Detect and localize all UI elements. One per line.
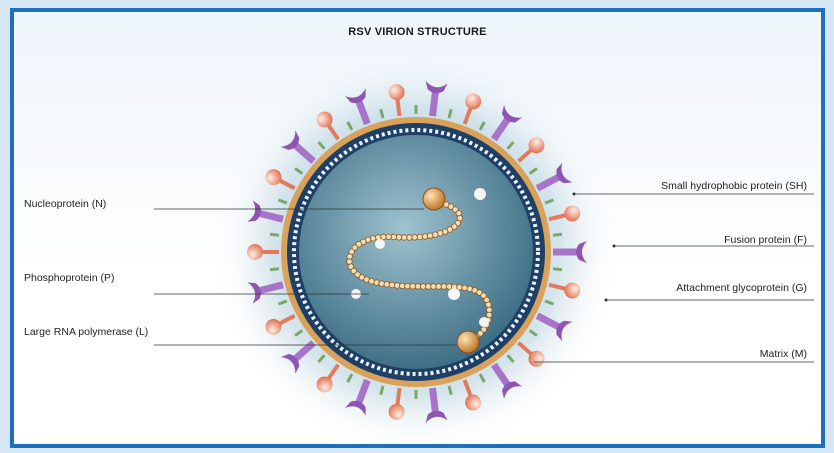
nucleoprotein-bead [412, 235, 418, 241]
polymerase-sphere [457, 331, 479, 353]
phosphoprotein-blob [474, 188, 486, 200]
nucleoprotein-bead [381, 234, 387, 240]
nucleoprotein-bead [432, 232, 438, 238]
nucleoprotein-bead [379, 281, 385, 287]
nucleoprotein-bead [405, 283, 411, 289]
phosphoprotein-blob [448, 288, 460, 300]
nucleoprotein-bead [401, 235, 407, 241]
nucleoprotein-bead [486, 312, 492, 318]
nucleoprotein-bead [427, 233, 433, 239]
label-phosphoprotein: Phosphoprotein (P) [24, 272, 114, 284]
polymerase-sphere [423, 188, 445, 210]
label-fusion-protein: Fusion protein (F) [724, 234, 807, 246]
nucleoprotein-bead [396, 235, 402, 241]
virion-core [299, 135, 533, 369]
label-large-rna-polymerase: Large RNA polymerase (L) [24, 326, 148, 338]
label-small-hydrophobic-protein: Small hydrophobic protein (SH) [661, 180, 807, 192]
small-hydrophobic-protein [415, 105, 418, 114]
nucleoprotein-bead [420, 284, 426, 290]
nucleoprotein-bead [436, 284, 442, 290]
nucleoprotein-bead [462, 285, 468, 291]
nucleoprotein-bead [369, 279, 375, 285]
nucleoprotein-bead [441, 284, 447, 290]
virion-illustration [14, 12, 821, 444]
label-nucleoprotein: Nucleoprotein (N) [24, 198, 106, 210]
nucleoprotein-bead [417, 234, 423, 240]
nucleoprotein-bead [391, 234, 397, 240]
nucleoprotein-bead [486, 302, 492, 308]
nucleoprotein-bead [415, 284, 421, 290]
label-matrix: Matrix (M) [760, 348, 807, 360]
phosphoprotein-blob [375, 239, 385, 249]
nucleoprotein-bead [407, 235, 413, 241]
nucleoprotein-bead [394, 283, 400, 289]
small-hydrophobic-protein [415, 390, 418, 399]
label-attachment-glycoprotein: Attachment glycoprotein (G) [676, 282, 807, 294]
diagram-frame: RSV VIRION STRUCTURE [10, 8, 825, 448]
nucleoprotein-bead [400, 283, 406, 289]
nucleoprotein-bead [386, 234, 392, 240]
nucleoprotein-bead [410, 284, 416, 290]
nucleoprotein-bead [426, 284, 432, 290]
nucleoprotein-bead [384, 282, 390, 288]
nucleoprotein-bead [422, 234, 428, 240]
nucleoprotein-bead [374, 280, 380, 286]
nucleoprotein-bead [431, 284, 437, 290]
nucleoprotein-bead [446, 284, 452, 290]
phosphoprotein-blob [479, 317, 489, 327]
